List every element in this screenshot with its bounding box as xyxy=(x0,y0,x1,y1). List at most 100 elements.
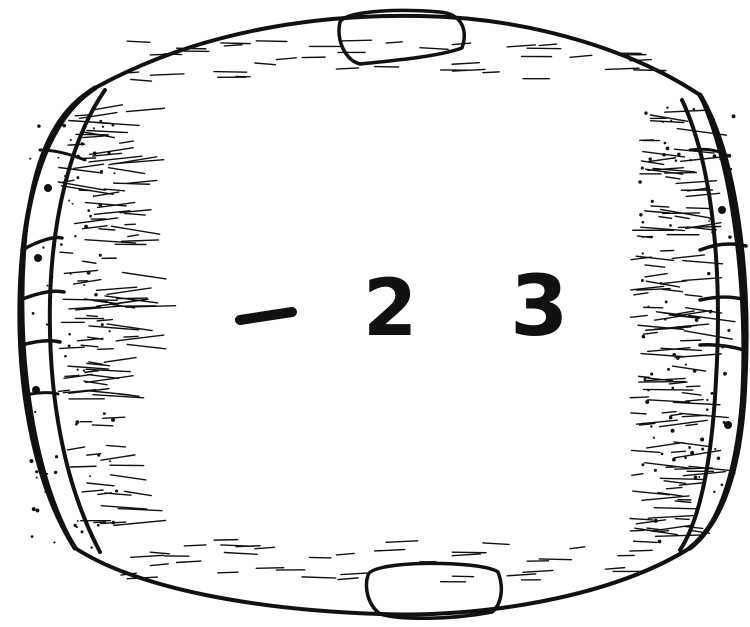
grain-dot xyxy=(660,282,663,285)
grain-dot xyxy=(672,458,676,462)
grain-dot xyxy=(99,120,102,123)
grain-stroke xyxy=(634,293,648,295)
grain-stroke xyxy=(645,274,667,277)
grain-stroke xyxy=(631,413,646,414)
grain-stroke xyxy=(336,553,354,555)
grain-stroke xyxy=(652,525,690,531)
grain-stroke xyxy=(375,550,405,551)
grain-stroke xyxy=(221,43,250,44)
grain-dot xyxy=(81,530,84,533)
grain-dot xyxy=(650,372,653,375)
grain-stroke xyxy=(124,336,138,337)
grain-stroke xyxy=(59,168,102,174)
grain-dot xyxy=(83,284,85,286)
grain-stroke xyxy=(662,281,686,284)
grain-dot xyxy=(75,423,78,426)
grain-stroke xyxy=(686,424,697,425)
grain-stroke xyxy=(507,574,536,576)
grain-stroke xyxy=(83,136,103,137)
grain-stroke xyxy=(507,45,535,47)
grain-stroke xyxy=(643,389,692,390)
grain-dot xyxy=(690,451,694,455)
hoop-rivet xyxy=(44,184,52,192)
grain-dot xyxy=(677,153,680,156)
grain-dot xyxy=(650,425,652,427)
grain-dot xyxy=(114,172,116,174)
grain-dot xyxy=(70,273,72,275)
grain-stroke xyxy=(527,48,561,49)
grain-stroke xyxy=(336,68,358,69)
grain-stroke xyxy=(651,206,669,207)
grain-stroke xyxy=(224,553,257,555)
grain-dot xyxy=(701,448,704,451)
grain-dot xyxy=(70,139,72,141)
grain-stroke xyxy=(114,183,150,184)
grain-dot xyxy=(728,235,731,238)
grain-stroke xyxy=(452,552,486,553)
grain-dot xyxy=(710,392,713,395)
grain-stroke xyxy=(539,44,556,46)
grain-stroke xyxy=(630,397,648,398)
grain-dot xyxy=(708,220,710,222)
grain-dot xyxy=(671,387,674,390)
grain-dot xyxy=(46,323,48,325)
grain-stroke xyxy=(605,568,624,570)
grain-stroke xyxy=(98,202,135,207)
grain-stroke xyxy=(125,224,135,225)
grain-stroke xyxy=(85,371,99,373)
grain-stroke xyxy=(669,382,687,384)
grain-dot xyxy=(103,412,106,415)
grain-dot xyxy=(36,477,38,479)
grain-stroke xyxy=(87,316,97,317)
grain-dot xyxy=(713,491,715,493)
grain-stroke xyxy=(656,535,704,536)
grain-dot xyxy=(76,176,79,179)
grain-dot xyxy=(94,293,98,297)
hoop-rivet xyxy=(724,421,732,429)
grain-stroke xyxy=(682,393,701,395)
grain-dot xyxy=(727,329,730,332)
grain-stroke xyxy=(63,299,117,300)
grain-stroke xyxy=(639,376,650,377)
grain-dot xyxy=(641,463,644,466)
grain-stroke xyxy=(645,265,665,267)
grain-stroke xyxy=(255,547,275,548)
grain-dot xyxy=(97,454,100,457)
grain-stroke xyxy=(654,508,697,509)
grain-dot xyxy=(644,111,647,114)
grain-dot xyxy=(54,471,57,474)
grain-stroke xyxy=(483,543,509,544)
grain-dot xyxy=(669,224,672,227)
grain-dot xyxy=(642,335,646,339)
grain-dot xyxy=(669,416,673,420)
grain-stroke xyxy=(664,481,686,484)
grain-dot xyxy=(706,399,708,401)
grain-stroke xyxy=(452,554,480,556)
grain-stroke xyxy=(150,552,169,554)
hoop-rivet xyxy=(718,206,726,214)
grain-dot xyxy=(638,180,642,184)
grain-dot xyxy=(698,476,700,478)
grain-stroke xyxy=(127,180,157,183)
grain-stroke xyxy=(676,181,716,184)
grain-stroke xyxy=(151,74,184,75)
grain-stroke xyxy=(64,270,97,273)
grain-stroke xyxy=(648,400,690,402)
grain-dot xyxy=(111,418,115,422)
grain-stroke xyxy=(131,555,164,557)
grain-dot xyxy=(53,541,55,543)
grain-dot xyxy=(666,147,670,151)
grain-stroke xyxy=(112,226,160,234)
grain-stroke xyxy=(120,141,134,143)
grain-stroke xyxy=(65,375,79,376)
grain-dot xyxy=(709,311,712,314)
grain-dot xyxy=(667,368,670,371)
grain-dot xyxy=(649,157,652,160)
grain-stroke xyxy=(123,272,166,279)
grain-stroke xyxy=(659,217,672,219)
grain-stroke xyxy=(645,211,670,213)
grain-dot xyxy=(64,355,67,358)
grain-stroke xyxy=(630,550,652,551)
grain-dot xyxy=(688,446,691,449)
grain-stroke xyxy=(649,158,676,162)
